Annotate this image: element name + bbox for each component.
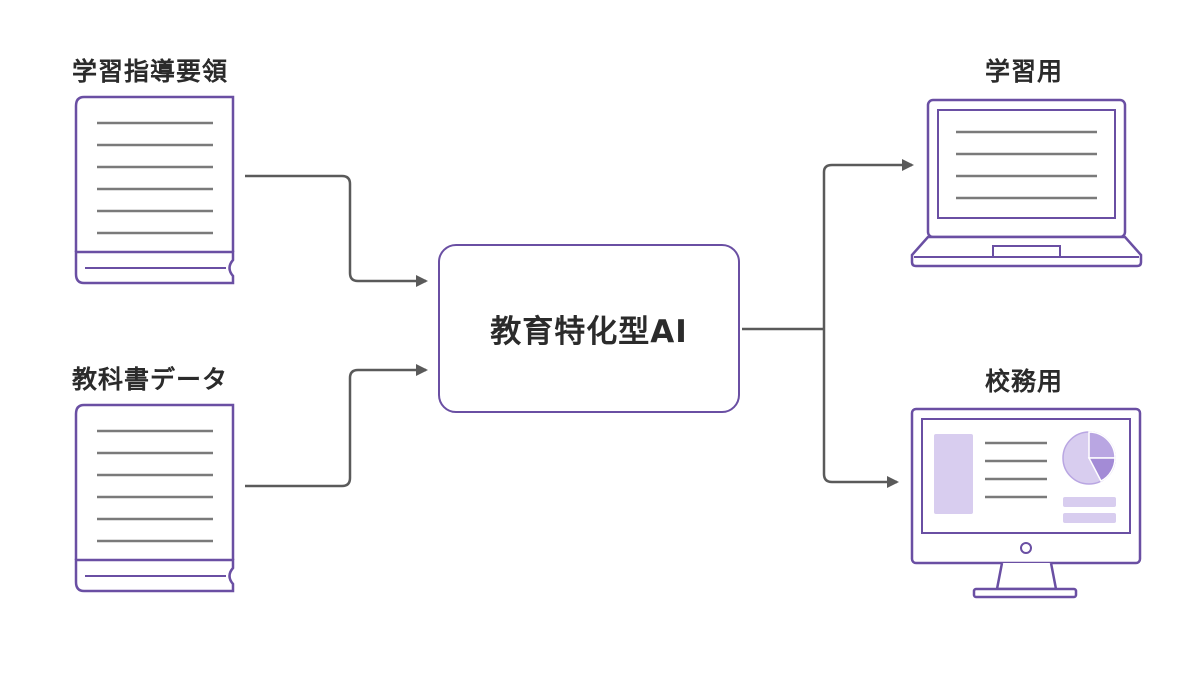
dashboard-bar-1: [1063, 497, 1116, 507]
dashboard-sidebar-block: [934, 434, 973, 514]
guidelines-label: 学習指導要領: [72, 57, 229, 86]
education-ai-title: 教育特化型AI: [490, 314, 688, 350]
laptop-icon: [910, 98, 1143, 268]
textbook-data-label: 教科書データ: [72, 365, 229, 394]
textbook-book-icon: [74, 403, 235, 593]
connector-guidelines-to-ai: [245, 174, 428, 287]
dashboard-bar-2: [1063, 513, 1116, 523]
guidelines-book-icon: [74, 95, 235, 285]
connector-ai-to-admin: [822, 329, 899, 488]
pie-chart-icon: [1062, 431, 1116, 485]
learning-use-label: 学習用: [985, 57, 1064, 86]
connector-textbook-to-ai: [245, 364, 428, 488]
education-ai-node: 教育特化型AI: [438, 244, 740, 413]
school-admin-use-label: 校務用: [985, 367, 1064, 396]
connector-ai-to-learning: [822, 159, 914, 329]
monitor-dashboard-icon: [910, 407, 1142, 599]
